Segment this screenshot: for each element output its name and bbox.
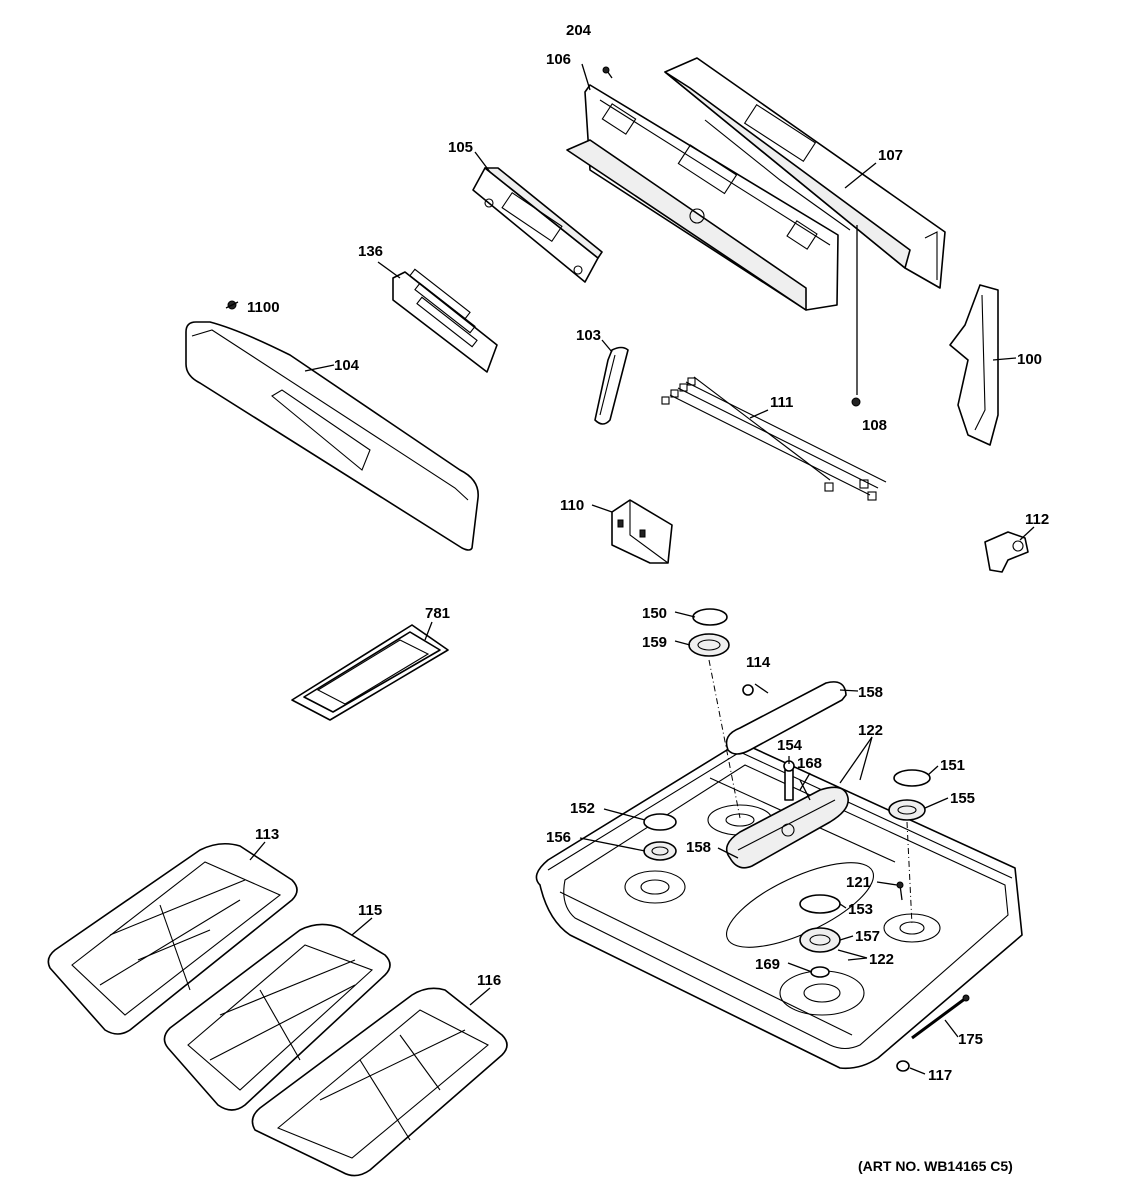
part-150-cap — [692, 608, 728, 626]
label-113: 113 — [255, 826, 279, 843]
leader-lines — [249, 63, 1035, 1075]
label-115: 115 — [358, 902, 382, 919]
label-168: 168 — [797, 755, 822, 772]
label-112: 112 — [1025, 511, 1049, 528]
part-159-head — [688, 633, 741, 819]
label-175: 175 — [958, 1031, 983, 1048]
part-112-valve — [984, 531, 1029, 573]
part-175-rod — [911, 994, 970, 1040]
label-107: 107 — [878, 147, 903, 164]
part-169-orifice — [810, 966, 830, 978]
part-158-oval-burner — [725, 786, 849, 869]
burner-front-left — [624, 870, 686, 904]
label-114: 114 — [746, 654, 771, 671]
label-122-lower: 122 — [869, 951, 894, 968]
part-152-cap — [643, 813, 677, 831]
label-122-upper: 122 — [858, 722, 883, 739]
label-152: 152 — [570, 800, 595, 817]
part-155-head — [888, 799, 926, 926]
part-1100-screw — [225, 300, 239, 310]
label-158-upper: 158 — [858, 684, 883, 701]
part-158-cover-upper — [725, 681, 847, 755]
label-1100: 1100 — [247, 299, 280, 316]
label-169: 169 — [755, 956, 780, 973]
part-113-grate — [47, 842, 298, 1035]
label-153: 153 — [848, 901, 873, 918]
part-100-side-trim — [949, 284, 999, 446]
part-106-bracket — [566, 84, 839, 311]
part-781-griddle — [291, 624, 449, 721]
label-157: 157 — [855, 928, 880, 945]
part-116-grate — [251, 987, 508, 1177]
part-153-cap — [799, 894, 841, 914]
part-151-cap — [893, 769, 931, 787]
label-117: 117 — [928, 1067, 952, 1084]
label-106: 106 — [546, 51, 571, 68]
label-156: 156 — [546, 829, 571, 846]
label-136: 136 — [358, 243, 383, 260]
part-117-nut — [896, 1060, 910, 1072]
label-204: 204 — [566, 22, 592, 39]
label-105: 105 — [448, 139, 473, 156]
label-159: 159 — [642, 634, 667, 651]
art-number: (ART NO. WB14165 C5) — [858, 1158, 1013, 1174]
part-157-head — [799, 927, 841, 953]
label-111: 111 — [770, 394, 793, 411]
label-110: 110 — [560, 497, 584, 514]
label-108: 108 — [862, 417, 887, 434]
label-155: 155 — [950, 790, 975, 807]
part-204-screw — [602, 66, 613, 79]
label-116: 116 — [477, 972, 501, 989]
label-781: 781 — [425, 605, 450, 622]
part-104-control-panel — [185, 321, 479, 551]
label-150: 150 — [642, 605, 667, 622]
part-103-clip — [594, 346, 629, 425]
part-111-harness — [661, 376, 887, 501]
label-104: 104 — [334, 357, 360, 374]
label-121: 121 — [846, 874, 871, 891]
part-156-head — [643, 841, 677, 861]
part-107-rear-panel — [664, 57, 946, 289]
label-151: 151 — [940, 757, 965, 774]
part-108-screw — [851, 225, 861, 407]
label-103: 103 — [576, 327, 601, 344]
label-154: 154 — [777, 737, 803, 754]
part-105-control-board — [472, 167, 603, 283]
part-115-grate — [163, 923, 391, 1111]
part-110-ignitor-module — [611, 499, 673, 564]
label-158-lower: 158 — [686, 839, 711, 856]
label-100: 100 — [1017, 351, 1042, 368]
part-136-keypad — [392, 268, 498, 373]
part-154-168-electrode — [783, 760, 811, 801]
part-114 — [742, 683, 769, 696]
